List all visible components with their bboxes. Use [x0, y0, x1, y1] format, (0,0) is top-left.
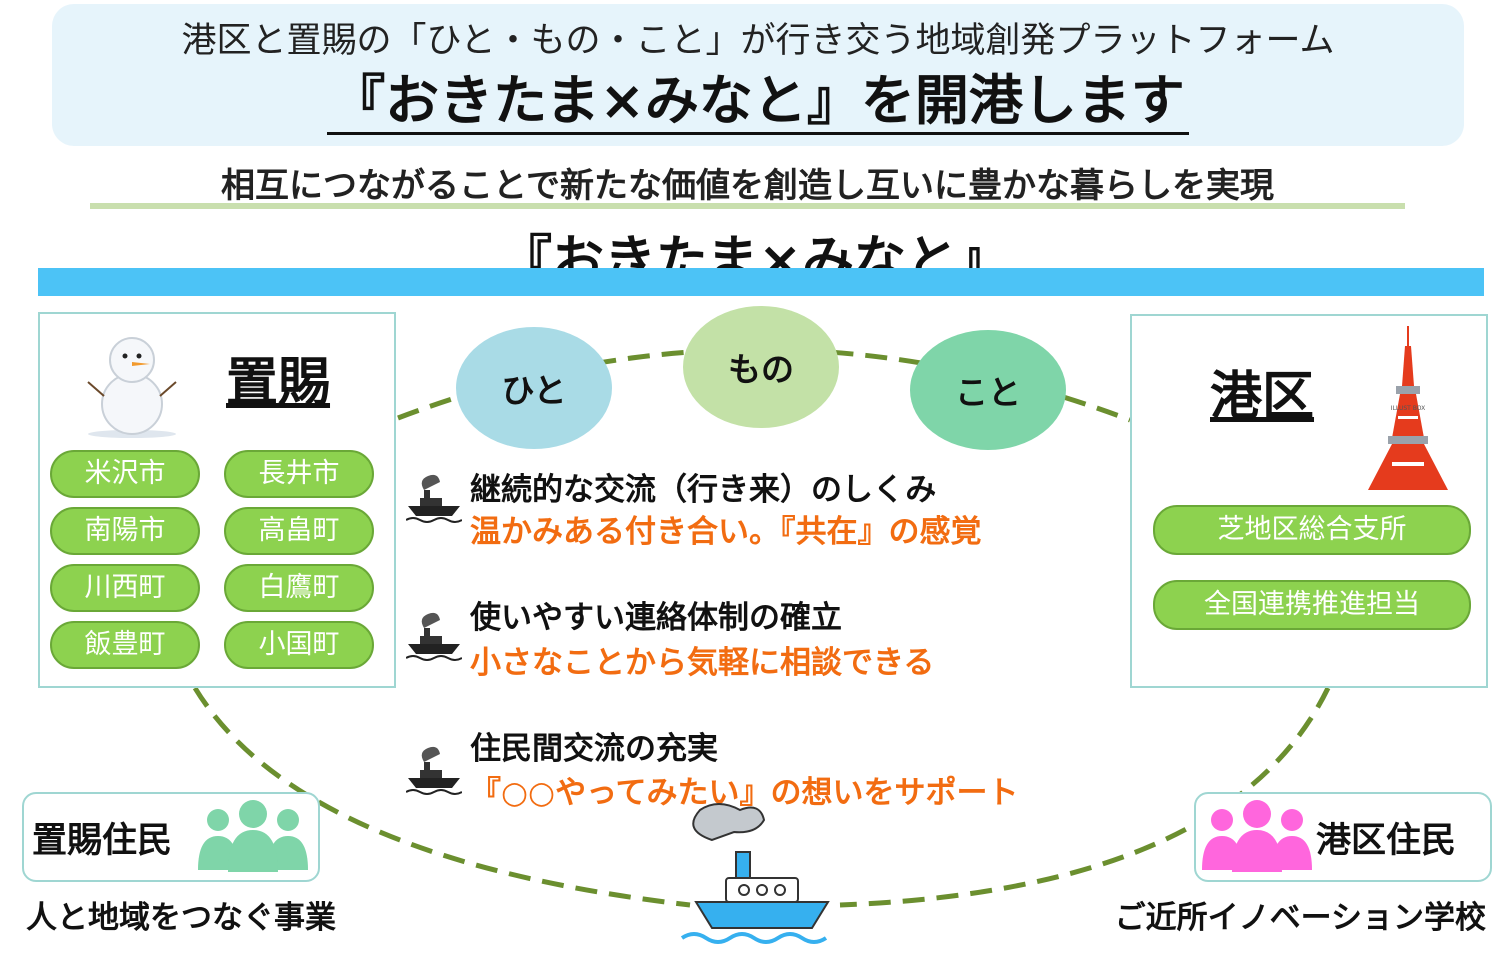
- item-detail: 温かみある付き合い。『共在』の感覚: [470, 514, 982, 550]
- city-pill: 南陽市: [50, 507, 200, 555]
- city-pill: 飯豊町: [50, 621, 200, 669]
- header-title: 『おきたま×みなと』を開港します: [52, 56, 1464, 135]
- blue-divider-bar: [38, 268, 1484, 296]
- ship-icon: [406, 746, 462, 795]
- bottom-right-dashed-arc: [839, 686, 1331, 908]
- circle-koto: こと: [910, 330, 1066, 450]
- office-pill: 全国連携推進担当: [1153, 580, 1471, 630]
- city-pill: 川西町: [50, 564, 200, 612]
- circle-mono-label: もの: [728, 350, 794, 389]
- minato-residents-label: 港区住民: [1316, 821, 1457, 861]
- tower-watermark: ILLUST BOX: [1391, 405, 1425, 412]
- okitama-title: 置賜: [226, 353, 331, 413]
- item-detail: 『○○やってみたい』の想いをサポート: [470, 775, 1019, 811]
- caption-left: 人と地域をつなぐ事業: [26, 900, 336, 936]
- people-group-icon: [1202, 800, 1312, 872]
- header-subtitle: 港区と置賜の「ひと・もの・こと」が行き交う地域創発プラットフォーム: [181, 21, 1335, 61]
- circle-hito: ひと: [456, 327, 612, 449]
- city-pill: 白鷹町: [224, 564, 374, 612]
- item-heading: 住民間交流の充実: [470, 731, 718, 767]
- city-pill: 長井市: [224, 450, 374, 498]
- caption-right: ご近所イノベーション学校: [1114, 900, 1486, 936]
- item-heading: 継続的な交流（行き来）のしくみ: [470, 472, 937, 508]
- office-pill: 芝地区総合支所: [1153, 505, 1471, 555]
- city-pill: 米沢市: [50, 450, 200, 498]
- circle-hito-label: ひと: [501, 371, 567, 410]
- header-banner: [52, 4, 1464, 146]
- circle-koto-label: こと: [955, 373, 1021, 412]
- ferry-ship-icon: [680, 803, 830, 944]
- ship-icon: [406, 612, 462, 661]
- okitama-residents-label: 置賜住民: [32, 821, 173, 861]
- header-title-text: 『おきたま×みなと』を開港します: [327, 69, 1189, 135]
- minato-title: 港区: [1210, 367, 1315, 427]
- people-group-icon: [198, 800, 308, 872]
- city-pill: 高畠町: [224, 507, 374, 555]
- item-heading: 使いやすい連絡体制の確立: [470, 600, 842, 636]
- bottom-left-dashed-arc: [192, 686, 691, 908]
- city-pill: 小国町: [224, 621, 374, 669]
- tokyo-tower-icon: ILLUST BOX: [1368, 326, 1448, 490]
- snowman-icon: [87, 337, 177, 438]
- tagline: 相互につながることで新たな価値を創造し互いに豊かな暮らしを実現: [221, 166, 1274, 206]
- tagline-underline: [90, 203, 1405, 209]
- item-detail: 小さなことから気軽に相談できる: [470, 645, 935, 681]
- ship-icon: [406, 474, 462, 523]
- circle-mono: もの: [683, 306, 839, 428]
